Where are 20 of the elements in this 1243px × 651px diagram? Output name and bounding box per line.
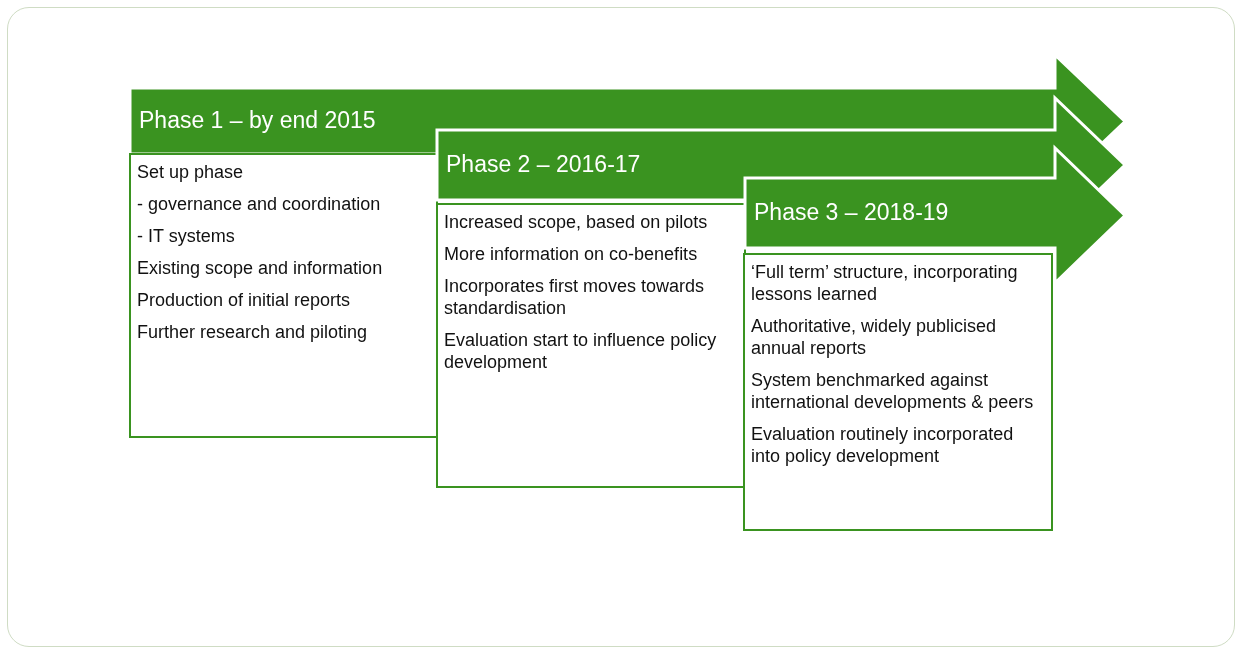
text-box <box>743 253 1053 531</box>
bullet-text: Incorporates first moves towards standardisation <box>444 275 706 319</box>
bullet-text: Evaluation start to influence policy development <box>444 329 718 373</box>
text-box <box>436 203 746 488</box>
bullet-text: - IT systems <box>137 225 236 247</box>
bullet-text: Production of initial reports <box>137 289 352 311</box>
bullet-text: Existing scope and information <box>137 257 384 279</box>
bullet-text: Authoritative, widely publicised annual reports <box>751 315 998 359</box>
bullet-text: ‘Full term’ structure, incorporating lessons learned <box>751 261 1019 305</box>
phase-heading: Phase 2 – 2016-17 <box>446 151 641 178</box>
phase-heading: Phase 3 – 2018-19 <box>754 199 949 226</box>
phase-heading: Phase 1 – by end 2015 <box>139 107 376 134</box>
bullet-text: Further research and piloting <box>137 321 369 343</box>
bullet-text: More information on co-benefits <box>444 243 699 265</box>
bullet-text: - governance and coordination <box>137 193 382 215</box>
bullet-text: Set up phase <box>137 161 245 183</box>
bullet-text: Evaluation routinely incorporated into policy development <box>751 423 1015 467</box>
text-box <box>129 153 438 438</box>
bullet-text: Increased scope, based on pilots <box>444 211 709 233</box>
bullet-text: System benchmarked against international developments & peers <box>751 369 1035 413</box>
